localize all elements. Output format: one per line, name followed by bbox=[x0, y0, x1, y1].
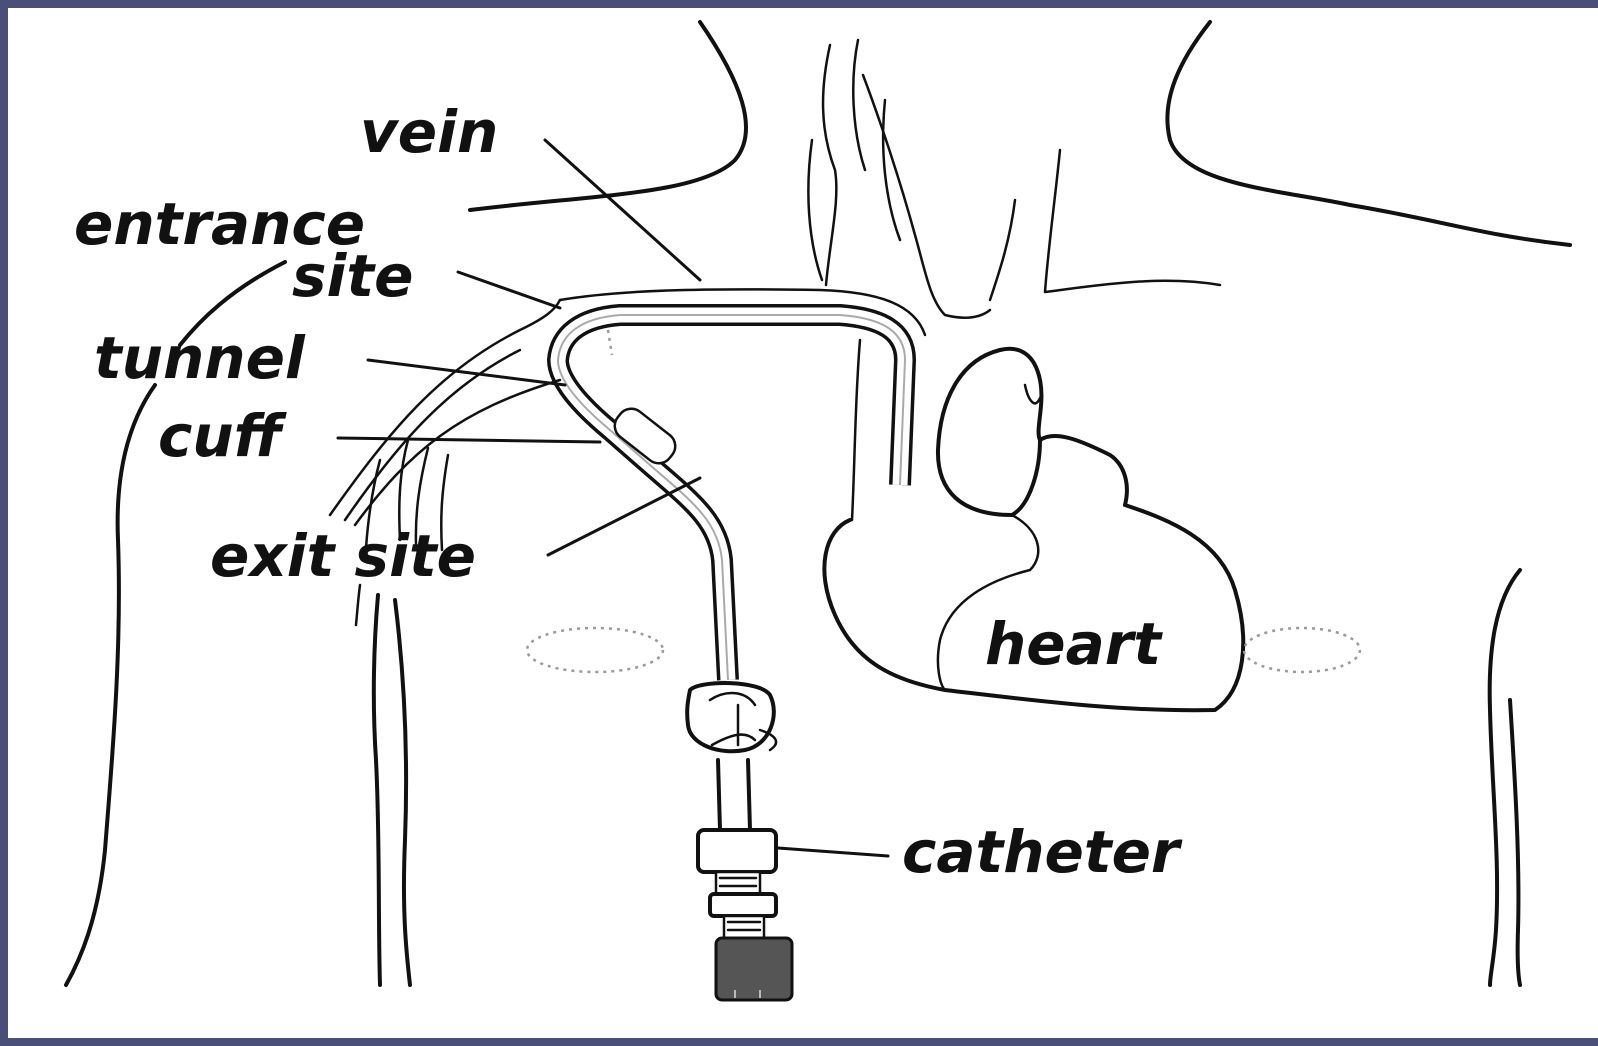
body-outline bbox=[66, 22, 1570, 985]
leader-lines bbox=[338, 140, 888, 856]
label-tunnel: tunnel bbox=[94, 324, 306, 392]
label-cuff: cuff bbox=[158, 402, 288, 470]
label-vein: vein bbox=[360, 98, 498, 166]
left-nipple-outline bbox=[527, 628, 663, 672]
right-nipple-outline bbox=[1244, 628, 1360, 672]
label-catheter: catheter bbox=[902, 818, 1183, 886]
catheter-tube bbox=[330, 289, 925, 680]
label-exit-site: exit site bbox=[210, 522, 476, 590]
catheter-hub bbox=[687, 683, 792, 1000]
label-heart: heart bbox=[985, 610, 1163, 678]
label-site: site bbox=[292, 242, 413, 310]
great-vessels bbox=[808, 40, 1220, 520]
